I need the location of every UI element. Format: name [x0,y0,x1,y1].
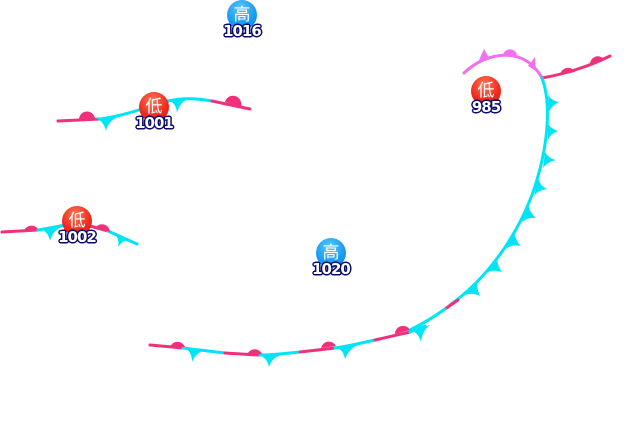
high-pressure-icon: 高 [227,0,257,30]
pressure-value: 985 [471,98,501,116]
occluded-front-985 [462,49,544,80]
cold-front-985 [408,76,559,332]
low-pressure-1002[interactable]: 低 1002 [55,206,99,250]
low-pressure-icon: 低 [62,206,92,236]
low-pressure-icon: 低 [471,76,501,106]
pressure-value: 1016 [223,22,262,40]
high-pressure-1020[interactable]: 高 1020 [309,238,353,282]
low-pressure-1001[interactable]: 低 1001 [132,92,176,136]
high-pressure-1016[interactable]: 高 1016 [220,0,264,44]
pressure-value: 1001 [135,114,174,132]
warm-front-985 [540,54,612,80]
stationary-front-south [148,324,430,367]
pressure-value: 1002 [58,228,97,246]
high-pressure-icon: 高 [316,238,346,268]
pressure-value: 1020 [312,260,351,278]
low-pressure-icon: 低 [139,92,169,122]
low-pressure-985[interactable]: 低 985 [464,76,508,120]
